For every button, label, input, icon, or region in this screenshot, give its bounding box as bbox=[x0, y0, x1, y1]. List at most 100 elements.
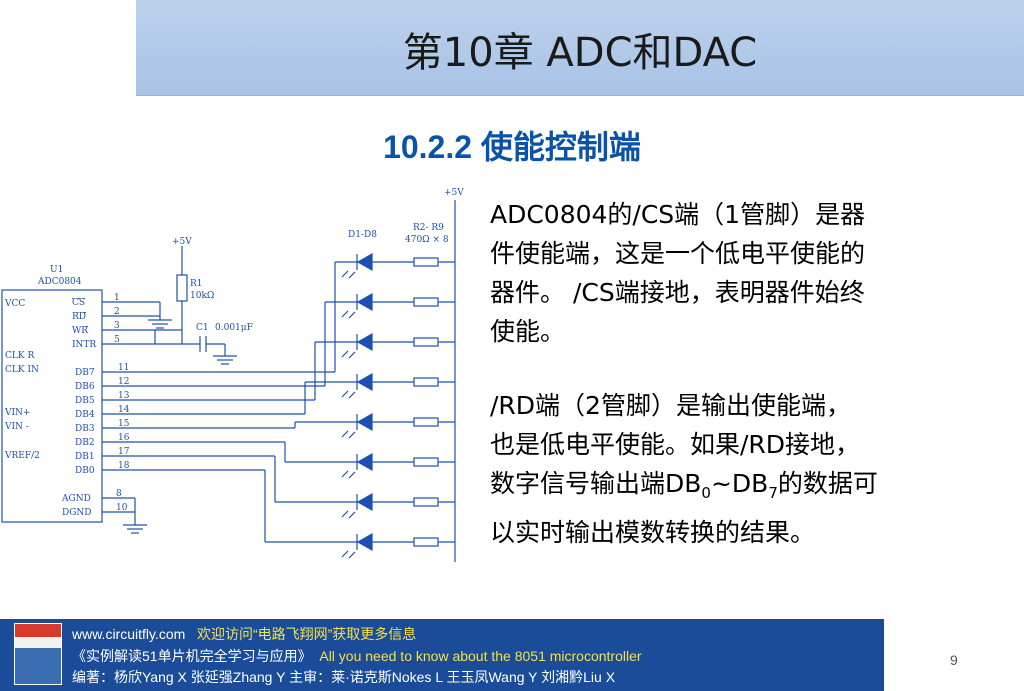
chip-pin-label: VIN - bbox=[4, 422, 29, 432]
wire bbox=[348, 271, 356, 279]
wire bbox=[341, 390, 349, 398]
book-cover-image bbox=[14, 623, 62, 685]
db7-subscript: 7 bbox=[768, 484, 778, 502]
chip-gnd-pin-label: DGND bbox=[62, 508, 92, 518]
wire bbox=[348, 511, 356, 519]
led-diode bbox=[356, 332, 373, 352]
wire bbox=[341, 550, 349, 558]
pin-number: 11 bbox=[118, 363, 129, 373]
pin-number: 3 bbox=[114, 321, 120, 331]
footer-book-en: All you need to know about the 8051 micr… bbox=[319, 648, 642, 664]
pin-number: 8 bbox=[116, 489, 122, 499]
led-diode bbox=[356, 412, 373, 432]
chip-ref: U1 bbox=[50, 265, 63, 275]
chip-part: ADC0804 bbox=[37, 277, 82, 287]
resistor bbox=[413, 417, 439, 427]
r1-ref: R1 bbox=[190, 279, 203, 289]
footer-welcome: 欢迎访问“电路飞翔网”获取更多信息 bbox=[196, 626, 417, 642]
chip-data-pin-label: DB3 bbox=[75, 424, 95, 434]
vcc-label: +5V bbox=[172, 237, 192, 247]
chip-data-pin-label: DB0 bbox=[75, 466, 95, 476]
wire bbox=[341, 350, 349, 358]
footer-line-1: www.circuitfly.com 欢迎访问“电路飞翔网”获取更多信息 bbox=[72, 624, 416, 644]
chip-pin-label: CLK R bbox=[5, 351, 34, 361]
led-diode bbox=[356, 292, 373, 312]
wire bbox=[348, 471, 356, 479]
para1-line: ADC0804的/CS端（1管脚）是器 bbox=[490, 200, 866, 229]
resistor bbox=[413, 457, 439, 467]
para2-line: 数字信号输出端DB0~DB7的数据可 bbox=[490, 464, 1010, 513]
chip-data-pin-label: DB6 bbox=[75, 382, 95, 392]
wire bbox=[341, 510, 349, 518]
chip-data-pin-label: DB4 bbox=[75, 410, 95, 420]
adc0804-schematic: +5V +5V U1 ADC0804 R1 10kΩ C1 0.001μF D1… bbox=[1, 188, 464, 562]
pin-number: 16 bbox=[118, 433, 130, 443]
resistor bbox=[413, 337, 439, 347]
chip-ctrl-pin-label: RD bbox=[72, 312, 86, 322]
pin-number: 5 bbox=[114, 335, 120, 345]
chip-data-pin-label: DB7 bbox=[75, 368, 95, 378]
footer-line-2: 《实例解读51单片机完全学习与应用》 All you need to know … bbox=[72, 646, 642, 666]
r1-value: 10kΩ bbox=[190, 291, 214, 301]
paragraph-rd: /RD端（2管脚）是输出使能端， 也是低电平使能。如果/RD接地， 数字信号输出… bbox=[490, 386, 1010, 552]
wire bbox=[348, 551, 356, 559]
footer-bar bbox=[0, 619, 884, 691]
para2-line3-post: 的数据可 bbox=[777, 469, 878, 498]
header-bar bbox=[136, 0, 1024, 96]
r1-resistor bbox=[176, 274, 188, 302]
pin-number: 18 bbox=[118, 461, 130, 471]
chip-pin-label: VIN+ bbox=[4, 408, 30, 418]
para1-line: 器件。 /CS端接地，表明器件始终 bbox=[490, 278, 865, 307]
led-diode bbox=[356, 492, 373, 512]
para2-line3-pre: 数字信号输出端DB bbox=[490, 469, 702, 498]
pin-number: 10 bbox=[116, 503, 128, 513]
db0-subscript: 0 bbox=[701, 484, 711, 502]
chapter-title: 第10章 ADC和DAC bbox=[402, 30, 758, 76]
wire bbox=[348, 431, 356, 439]
chip-pin-label: VCC bbox=[4, 299, 25, 309]
led-diode bbox=[356, 532, 373, 552]
chip-pin-label: VREF/2 bbox=[4, 451, 40, 461]
chip-data-pin-label: DB1 bbox=[75, 452, 95, 462]
resistor bbox=[413, 537, 439, 547]
pin-number: 15 bbox=[118, 419, 130, 429]
pin-number: 2 bbox=[114, 307, 120, 317]
pin-number: 17 bbox=[118, 447, 130, 457]
wire bbox=[341, 310, 349, 318]
chip-ctrl-pin-label: CS bbox=[72, 298, 85, 308]
wire bbox=[341, 470, 349, 478]
page-number: 9 bbox=[950, 652, 958, 668]
chip-data-pin-label: DB5 bbox=[75, 396, 95, 406]
paragraph-cs: ADC0804的/CS端（1管脚）是器 件使能端，这是一个低电平使能的 器件。 … bbox=[490, 195, 1010, 351]
resistor bbox=[413, 497, 439, 507]
wire bbox=[348, 311, 356, 319]
wire bbox=[348, 391, 356, 399]
para2-line3-mid: ~DB bbox=[710, 469, 769, 498]
para1-line: 使能。 bbox=[490, 317, 566, 346]
c1-value: 0.001μF bbox=[215, 323, 253, 333]
para2-line: 也是低电平使能。如果/RD接地， bbox=[490, 430, 861, 459]
chip-gnd-pin-label: AGND bbox=[61, 494, 91, 504]
wire bbox=[348, 351, 356, 359]
chip-pin-label: CLK IN bbox=[5, 365, 39, 375]
c1-ref: C1 bbox=[196, 323, 209, 333]
chip-ctrl-pin-label: INTR bbox=[72, 340, 96, 350]
pin-number: 14 bbox=[118, 405, 130, 415]
vcc-label-right: +5V bbox=[444, 188, 464, 198]
led-diode bbox=[356, 252, 373, 272]
para2-line: /RD端（2管脚）是输出使能端， bbox=[490, 391, 851, 420]
chip-ctrl-pin-label: WR bbox=[72, 326, 88, 336]
resistor bbox=[413, 297, 439, 307]
section-title: 10.2.2 使能控制端 bbox=[383, 129, 641, 165]
resistor bbox=[413, 257, 439, 267]
led-diode bbox=[356, 452, 373, 472]
led-ref: D1-D8 bbox=[348, 230, 377, 240]
res-value: 470Ω × 8 bbox=[405, 235, 449, 245]
para2-line: 以实时输出模数转换的结果。 bbox=[490, 518, 816, 547]
wire bbox=[341, 270, 349, 278]
para1-line: 件使能端，这是一个低电平使能的 bbox=[490, 239, 866, 268]
pin-number: 13 bbox=[118, 391, 130, 401]
res-ref: R2- R9 bbox=[413, 223, 444, 233]
body-text: ADC0804的/CS端（1管脚）是器 件使能端，这是一个低电平使能的 器件。 … bbox=[490, 195, 1010, 587]
footer-url[interactable]: www.circuitfly.com bbox=[72, 626, 186, 642]
